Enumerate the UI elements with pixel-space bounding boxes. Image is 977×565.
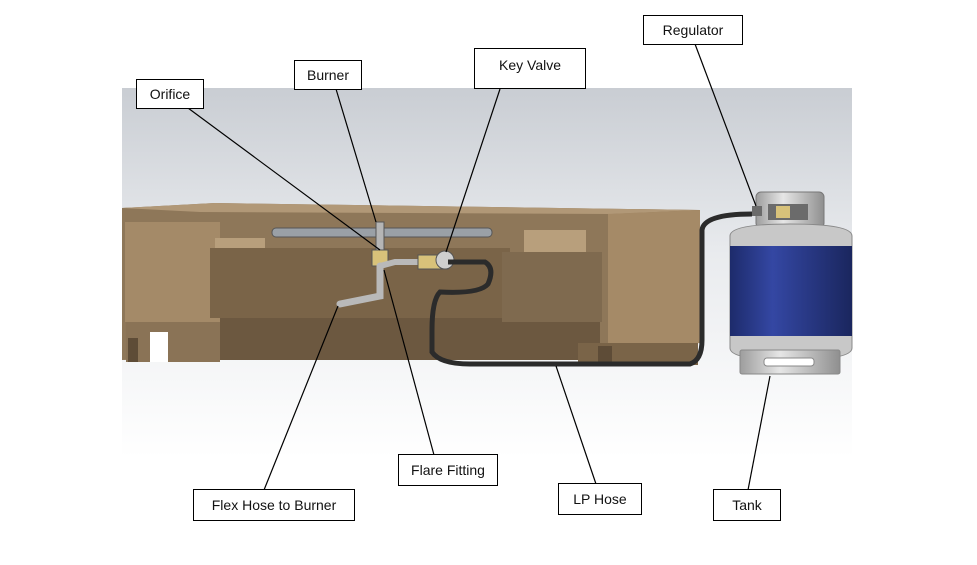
orifice-leader [187, 107, 381, 251]
tank-leader [747, 375, 771, 491]
flex-hose-label-text: Flex Hose to Burner [211, 497, 337, 513]
burner-leader [335, 88, 377, 223]
propane-tank [729, 191, 853, 375]
regulator-leader [694, 43, 757, 207]
burner-label-text: Burner [306, 67, 350, 83]
orifice-label-text: Orifice [149, 86, 191, 102]
flex-hose-leader [263, 305, 339, 491]
gas-piping [336, 211, 753, 367]
lp-hose-label-text: LP Hose [573, 491, 627, 507]
key-valve-leader [445, 88, 501, 253]
key-valve-label: Key Valve [474, 48, 586, 89]
tank-label: Tank [713, 489, 781, 521]
tank-label-text: Tank [732, 497, 762, 513]
lp-hose-label: LP Hose [558, 483, 642, 515]
regulator-label-text: Regulator [662, 22, 724, 38]
flare-fitting-leader [383, 269, 435, 456]
orifice-label: Orifice [136, 79, 204, 109]
flare-fitting-label: Flare Fitting [398, 454, 498, 486]
key-valve-label-text: Key Valve [499, 57, 561, 73]
leader-lines [187, 43, 771, 491]
flex-hose-label: Flex Hose to Burner [193, 489, 355, 521]
burner-label: Burner [294, 60, 362, 90]
flare-fitting-label-text: Flare Fitting [411, 462, 485, 478]
regulator-label: Regulator [643, 15, 743, 45]
lp-hose-leader [555, 365, 597, 485]
fire-pit-enclosure [122, 203, 700, 366]
burner-assembly [271, 221, 493, 267]
